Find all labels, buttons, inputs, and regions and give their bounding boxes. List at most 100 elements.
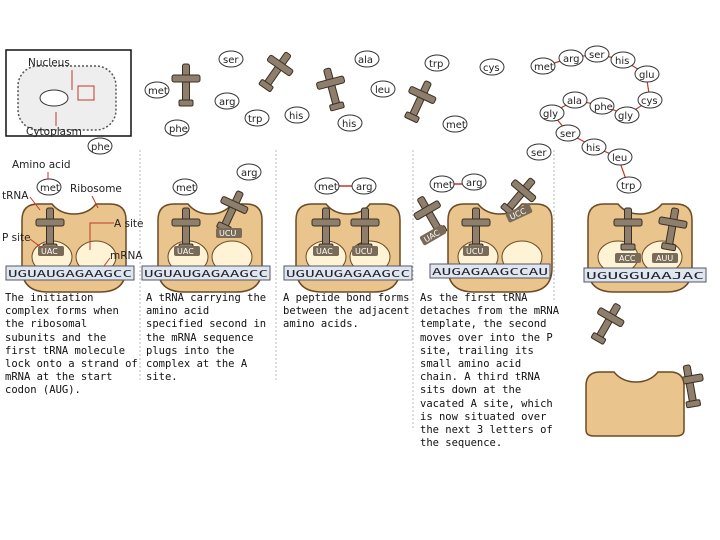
svg-text:leu: leu	[375, 85, 390, 96]
panel-2-amino-acid-met: met	[172, 178, 198, 196]
svg-text:met: met	[446, 120, 466, 131]
panel-1-mrna-sequence: UGUAUGAGAAGCC	[8, 269, 132, 280]
chain-amino-acid-ser: ser	[584, 45, 610, 63]
nucleus	[39, 89, 69, 107]
svg-text:his: his	[586, 143, 600, 154]
chain-amino-acid-cys: cys	[637, 91, 663, 109]
amino-acid-label: Amino acid	[12, 159, 71, 171]
svg-text:trp: trp	[621, 181, 635, 192]
chain-amino-acid-gly-1: gly	[614, 106, 640, 124]
svg-text:arg: arg	[356, 182, 372, 193]
panel-1-anticodon: UAC	[41, 247, 58, 256]
chain-amino-acid-ala: ala	[562, 91, 588, 109]
caption-step-2: A tRNA carrying the amino acid specified…	[146, 292, 267, 384]
chain-amino-acid-arg: arg	[558, 49, 584, 67]
svg-text:arg: arg	[563, 54, 579, 65]
panel-3-mrna	[283, 265, 413, 281]
panel-5-anticodon-p: ACC	[619, 254, 636, 263]
zoom-box	[77, 85, 95, 101]
svg-text:arg: arg	[466, 178, 482, 189]
free-trna-3	[312, 64, 352, 114]
caption-step-1: The initiation complex forms when the ri…	[5, 292, 138, 397]
svg-text:his: his	[342, 119, 356, 130]
panel-5-anticodon-box-p	[615, 253, 641, 263]
free-amino-acid-phe-2: phe	[87, 137, 113, 155]
nucleus-label: Nucleus	[28, 57, 70, 69]
panel-2-anticodon-box-p	[174, 246, 200, 256]
panel-4-anticodon-box-incoming	[505, 203, 533, 223]
svg-text:ala: ala	[567, 96, 582, 107]
free-amino-acid-his-1: his	[284, 106, 310, 124]
free-amino-acid-met-2: met	[442, 115, 468, 133]
panel-2-mrna-sequence: UGUAUGAGAAGCC	[144, 269, 268, 280]
svg-text:ser: ser	[589, 50, 605, 61]
panel-4-amino-acid-met: met	[429, 175, 455, 193]
panel-5-anticodon-box-a	[652, 253, 678, 263]
free-amino-acid-ser-1: ser	[218, 50, 244, 68]
svg-text:phe: phe	[594, 102, 613, 113]
p-site-label: P site	[2, 232, 31, 244]
free-amino-acid-cys-1: cys	[479, 58, 505, 76]
svg-text:phe: phe	[91, 142, 110, 153]
large-subunit-detached	[585, 371, 685, 437]
panel-1-mrna	[5, 265, 135, 281]
svg-text:met: met	[148, 86, 168, 97]
svg-text:trp: trp	[248, 114, 262, 125]
svg-text:ser: ser	[531, 148, 547, 159]
panel-4-mrna	[429, 263, 551, 279]
chain-amino-acid-his-2: his	[581, 138, 607, 156]
panel-1-anticodon-box	[38, 246, 64, 256]
free-amino-acid-trp-2: trp	[244, 109, 270, 127]
chain-amino-acid-gly-2: gly	[539, 104, 565, 122]
panel-2-anticodon-p: UAC	[177, 247, 194, 256]
free-amino-acid-his-2: his	[337, 114, 363, 132]
cytoplasm-label: Cytoplasm	[26, 126, 82, 138]
panel-5-mrna-sequence: UGUGGUAAJAC	[586, 271, 704, 282]
free-amino-acid-ser-2: ser	[526, 143, 552, 161]
svg-text:ala: ala	[358, 55, 373, 66]
panel-4-anticodon-box-p	[463, 246, 489, 256]
panel-3-anticodon-p: UAC	[316, 247, 333, 256]
panel-3-anticodon-box-p	[313, 246, 339, 256]
chain-amino-acid-glu: glu	[634, 65, 660, 83]
svg-text:met: met	[433, 180, 453, 191]
panel-2-amino-acid-arg: arg	[236, 163, 262, 181]
svg-text:met: met	[534, 62, 554, 73]
free-amino-acid-leu-1: leu	[370, 80, 396, 98]
svg-text:arg: arg	[219, 97, 235, 108]
a-site-label: A site	[114, 218, 144, 230]
svg-text:gly: gly	[618, 111, 633, 122]
svg-text:leu: leu	[612, 153, 627, 164]
panel-2-anticodon-a: UCU	[219, 229, 236, 238]
svg-text:ser: ser	[223, 55, 239, 66]
panel-3-amino-acid-arg: arg	[351, 177, 377, 195]
free-trna-2	[252, 45, 301, 97]
svg-text:met: met	[176, 183, 196, 194]
panel-3-anticodon-box-a	[352, 246, 378, 256]
trna-label: tRNA	[2, 190, 29, 202]
svg-text:his: his	[615, 56, 629, 67]
panel-3-amino-acid-met: met	[314, 177, 340, 195]
svg-text:glu: glu	[639, 70, 654, 81]
svg-text:his: his	[289, 111, 303, 122]
svg-text:met: met	[40, 183, 60, 194]
svg-text:arg: arg	[241, 168, 257, 179]
svg-text:ser: ser	[560, 129, 576, 140]
panel-2-anticodon-box-a	[216, 228, 242, 238]
svg-text:cys: cys	[483, 63, 500, 74]
free-amino-acid-ala-1: ala	[354, 50, 380, 68]
free-trna-1	[171, 63, 201, 107]
panel-3-mrna-sequence: UGUAUGAGAAGCC	[286, 269, 410, 280]
panel-5-mrna	[583, 267, 707, 283]
chain-amino-acid-his: his	[610, 51, 636, 69]
panel-4-anticodon-box-leaving	[419, 224, 447, 246]
caption-step-4: As the first tRNA detaches from the mRNA…	[420, 292, 560, 450]
chain-amino-acid-met: met	[530, 57, 556, 75]
chain-amino-acid-phe: phe	[589, 97, 615, 115]
mrna-label: mRNA	[110, 250, 143, 262]
panel-1-amino-acid-met: met	[36, 178, 62, 196]
svg-text:trp: trp	[429, 59, 443, 70]
panel-2-mrna	[141, 265, 271, 281]
free-trna-4	[397, 75, 442, 127]
